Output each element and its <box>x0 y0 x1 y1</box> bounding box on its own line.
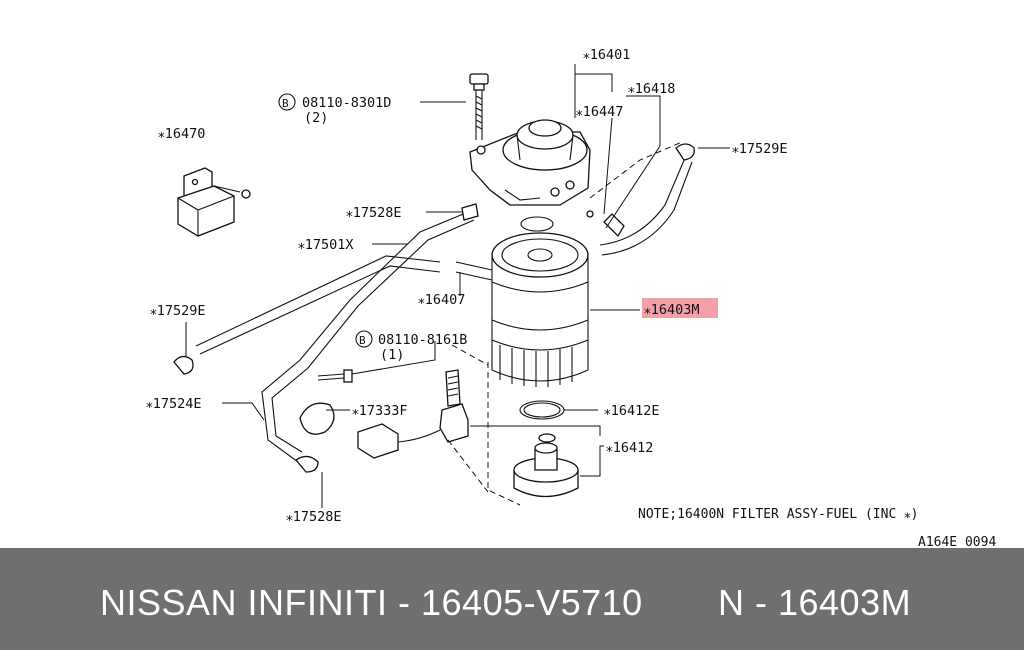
callout-08110-8301d-qty: (2) <box>304 110 328 126</box>
callout-16412: ⁎16412 <box>606 440 653 456</box>
callout-17524e: ⁎17524E <box>146 396 202 412</box>
bolt-drawing <box>469 73 489 140</box>
bolt-marker-icon <box>278 93 296 111</box>
callout-16407: ⁎16407 <box>418 292 465 308</box>
callout-08110-8301d: 08110-8301D <box>302 95 391 111</box>
washer-16447-drawing <box>586 210 594 218</box>
callout-16403m: ⁎16403M <box>644 302 700 318</box>
callout-17333f: ⁎17333F <box>352 403 408 419</box>
o-ring-16407 <box>520 216 554 232</box>
sensor-connector-drawing <box>357 369 469 459</box>
callout-17501x: ⁎17501X <box>298 237 354 253</box>
footer-oem-code: N - 16403M <box>718 582 912 623</box>
callout-16401: ⁎16401 <box>583 47 630 63</box>
callout-08110-8161b: 08110-8161B <box>378 332 467 348</box>
small-bolt-drawing <box>317 369 353 383</box>
bleed-screw-drawing <box>603 213 625 238</box>
footer-bar: NISSAN INFINITI - 16405-V5710 N - 16403M <box>0 548 1024 650</box>
callout-17529e-left: ⁎17529E <box>150 303 206 319</box>
callout-16447: ⁎16447 <box>576 104 623 120</box>
bolt-marker-letter: B <box>282 97 289 110</box>
diagram-note: NOTE;16400N FILTER ASSY-FUEL (INC ⁎) <box>638 507 918 522</box>
callout-highlight <box>642 298 718 318</box>
footer-part-number: NISSAN INFINITI - 16405-V5710 <box>100 582 643 623</box>
figure-code: A164E 0094 <box>918 535 996 548</box>
filter-head-drawing <box>469 119 591 206</box>
callout-16470: ⁎16470 <box>158 126 205 142</box>
leader-lines <box>185 64 730 508</box>
bracket-relay-drawing <box>177 167 251 237</box>
callout-16418: ⁎16418 <box>628 81 675 97</box>
callout-08110-8161b-qty: (1) <box>380 347 404 363</box>
callout-17528e-mid: ⁎17528E <box>346 205 402 221</box>
gasket-ring-drawing <box>519 400 565 420</box>
clip-17333f-drawing <box>299 402 335 435</box>
bolt-marker-icon-2 <box>355 330 373 348</box>
callout-16412e: ⁎16412E <box>604 403 660 419</box>
hose-drawing <box>195 157 693 463</box>
clamp-drawing <box>173 143 695 473</box>
parts-diagram: ⁎16401 ⁎16418 ⁎16447 ⁎17529E ⁎16470 B 08… <box>146 47 996 548</box>
callout-17529e-top: ⁎17529E <box>732 141 788 157</box>
filter-element-drawing <box>491 232 589 387</box>
callout-17528e-bottom: ⁎17528E <box>286 509 342 525</box>
bolt-marker-letter-2: B <box>359 334 366 347</box>
drain-sensor-drawing <box>513 433 579 498</box>
